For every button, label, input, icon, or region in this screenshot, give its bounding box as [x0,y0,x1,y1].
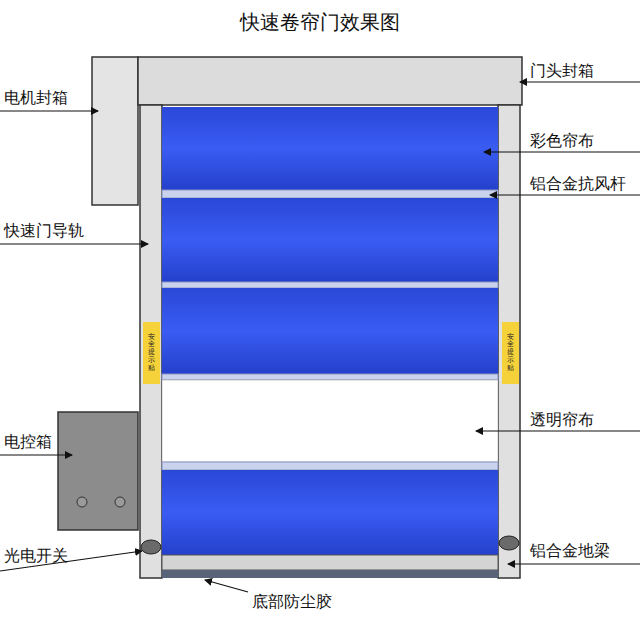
control-button [115,497,125,507]
leader-line [0,243,148,244]
part-label: 光电开关 [4,547,68,565]
control-button [77,497,87,507]
leader-line [0,454,72,455]
wind-bar [162,462,498,470]
dust-rubber [162,570,498,578]
leader-line [205,580,248,592]
part-label: 透明帘布 [530,411,594,429]
color-curtain [162,470,498,555]
safety-sticker: 安全提示贴 [143,322,160,384]
color-curtain [162,107,498,190]
right-rail [498,105,520,578]
wind-bar [162,282,498,288]
wind-bar [162,190,498,198]
wind-bar [162,374,498,380]
leader-line [520,81,640,82]
leader-line [490,194,640,195]
sticker-text: 安全提示贴 [148,334,155,372]
photo-sensor [141,540,161,554]
color-curtain [162,198,498,282]
diagram-title: 快速卷帘门效果图 [240,10,400,34]
color-curtain [162,288,498,374]
safety-sticker: 安全提示贴 [502,322,519,384]
part-label: 彩色帘布 [530,132,594,150]
leader-line [484,151,640,152]
part-label: 铝合金地梁 [530,542,610,560]
motor-box [92,57,138,205]
part-label: 电控箱 [4,433,52,451]
leader-line [508,563,640,564]
left-rail [140,105,162,578]
sticker-text: 安全提示贴 [507,334,514,372]
part-label: 快速门导轨 [4,222,84,240]
leader-lines [0,82,640,592]
part-label: 门头封箱 [530,62,594,80]
leader-line [0,110,98,111]
ground-beam [162,555,498,570]
control-box [58,412,138,530]
part-label: 底部防尘胶 [252,593,332,611]
part-label: 电机封箱 [4,89,68,107]
part-label: 铝合金抗风杆 [530,175,626,193]
head-box [138,57,522,105]
photo-sensor [499,536,519,550]
leader-line [476,430,640,431]
clear-curtain [162,380,498,462]
